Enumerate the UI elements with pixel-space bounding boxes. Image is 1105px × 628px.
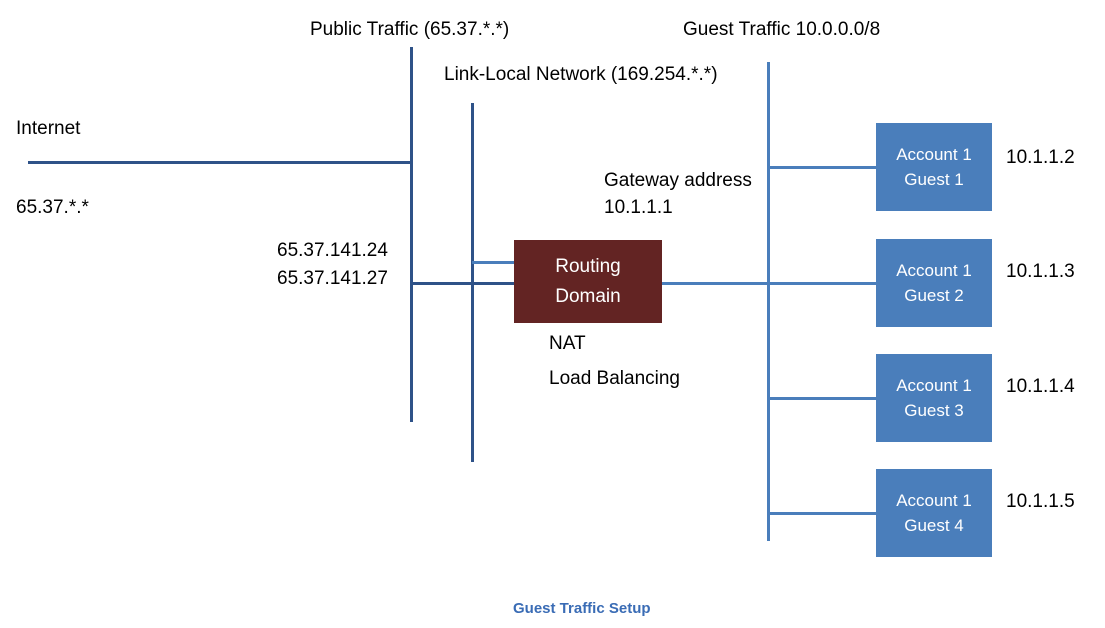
guest-ip-2-label: 10.1.1.3 xyxy=(1006,261,1075,282)
guest-node-2-line-2: Guest 2 xyxy=(904,286,964,305)
guest-node-1-line-2: Guest 1 xyxy=(904,170,964,189)
link-local-label: Link-Local Network (169.254.*.*) xyxy=(444,64,718,85)
figure-caption: Guest Traffic Setup xyxy=(513,600,651,617)
guest-traffic-label: Guest Traffic 10.0.0.0/8 xyxy=(683,19,881,40)
routing-domain-line-2: Domain xyxy=(555,285,621,307)
guest-node-3-line-1: Account 1 xyxy=(896,376,972,395)
guest-ip-3-label: 10.1.1.4 xyxy=(1006,376,1075,397)
gateway-ip-label: 10.1.1.1 xyxy=(604,197,673,218)
public-traffic-label: Public Traffic (65.37.*.*) xyxy=(310,19,510,40)
guest-node-1-line-1: Account 1 xyxy=(896,145,972,164)
guest-node-2-line-1: Account 1 xyxy=(896,261,972,280)
routing-domain-line-1: Routing xyxy=(555,255,621,277)
internet-cidr-label: 65.37.*.* xyxy=(16,197,89,218)
public-ip-1-label: 65.37.141.24 xyxy=(277,240,388,261)
guest-ip-4-label: 10.1.1.5 xyxy=(1006,491,1075,512)
guest-node-2[interactable]: Account 1 Guest 2 xyxy=(876,239,992,327)
guest-node-3[interactable]: Account 1 Guest 3 xyxy=(876,354,992,442)
gateway-title-label: Gateway address xyxy=(604,170,752,191)
load-balancing-label: Load Balancing xyxy=(549,368,680,389)
routing-domain-node[interactable]: Routing Domain xyxy=(514,240,662,323)
guest-node-4-line-2: Guest 4 xyxy=(904,516,964,535)
guest-ip-1-label: 10.1.1.2 xyxy=(1006,147,1075,168)
guest-node-4[interactable]: Account 1 Guest 4 xyxy=(876,469,992,557)
nat-label: NAT xyxy=(549,333,586,354)
guest-node-1[interactable]: Account 1 Guest 1 xyxy=(876,123,992,211)
public-ip-2-label: 65.37.141.27 xyxy=(277,268,388,289)
guest-node-3-line-2: Guest 3 xyxy=(904,401,964,420)
internet-label: Internet xyxy=(16,118,81,139)
guest-node-4-line-1: Account 1 xyxy=(896,491,972,510)
